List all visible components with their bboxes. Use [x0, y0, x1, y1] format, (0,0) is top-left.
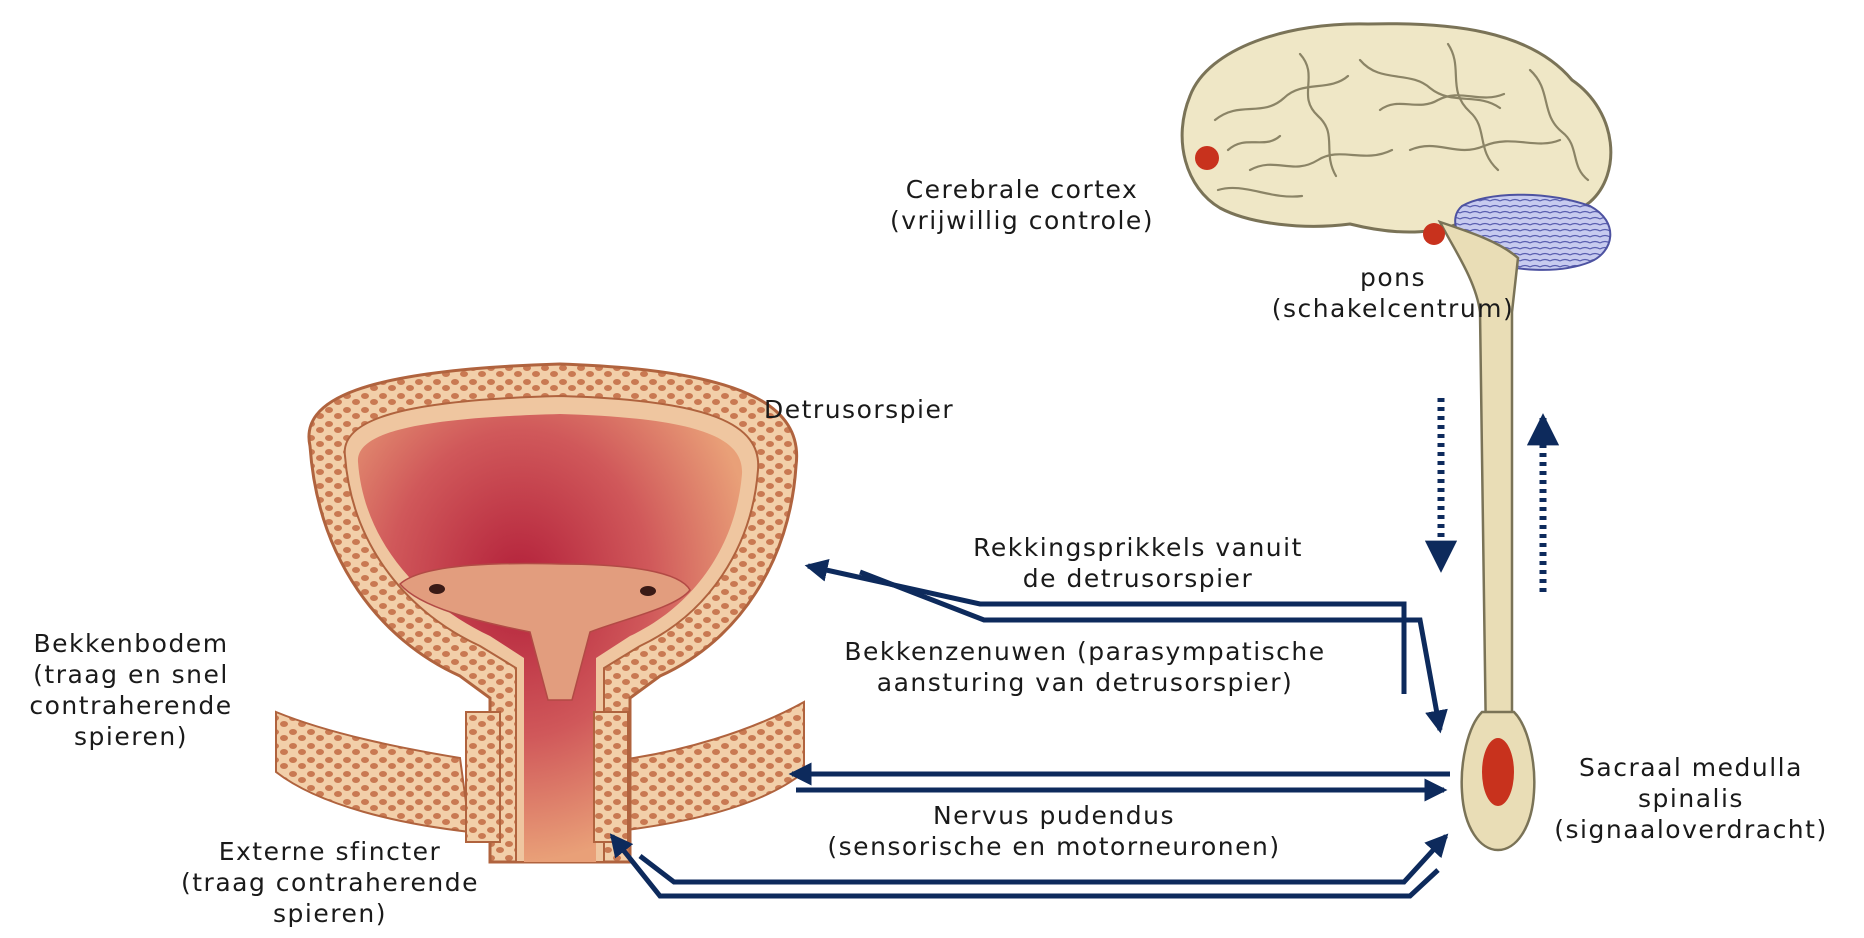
external-sphincter-right	[594, 712, 628, 842]
external-sphincter-left	[466, 712, 500, 842]
brain	[1182, 24, 1611, 850]
label-sacral-medulla: Sacraal medulla spinalis (signaaloverdra…	[1522, 752, 1860, 845]
sacral-nucleus	[1482, 738, 1514, 806]
label-stretch-signals: Rekkingsprikkels vanuit de detrusorspier	[926, 532, 1350, 594]
label-pons: pons (schakelcentrum)	[1228, 262, 1558, 324]
label-detrusor: Detrusorspier	[764, 394, 954, 425]
label-external-sphincter: Externe sfincter (traag contraherende sp…	[144, 836, 516, 929]
label-pelvic-floor: Bekkenbodem (traag en snel contraherende…	[0, 628, 262, 752]
cortex-nucleus	[1195, 146, 1219, 170]
pons-nucleus	[1423, 223, 1445, 245]
label-pelvic-nerves: Bekkenzenuwen (parasympatische aansturin…	[788, 636, 1382, 698]
label-nervus-pudendus: Nervus pudendus (sensorische en motorneu…	[776, 800, 1332, 862]
label-cerebral-cortex: Cerebrale cortex (vrijwillig controle)	[846, 174, 1198, 236]
